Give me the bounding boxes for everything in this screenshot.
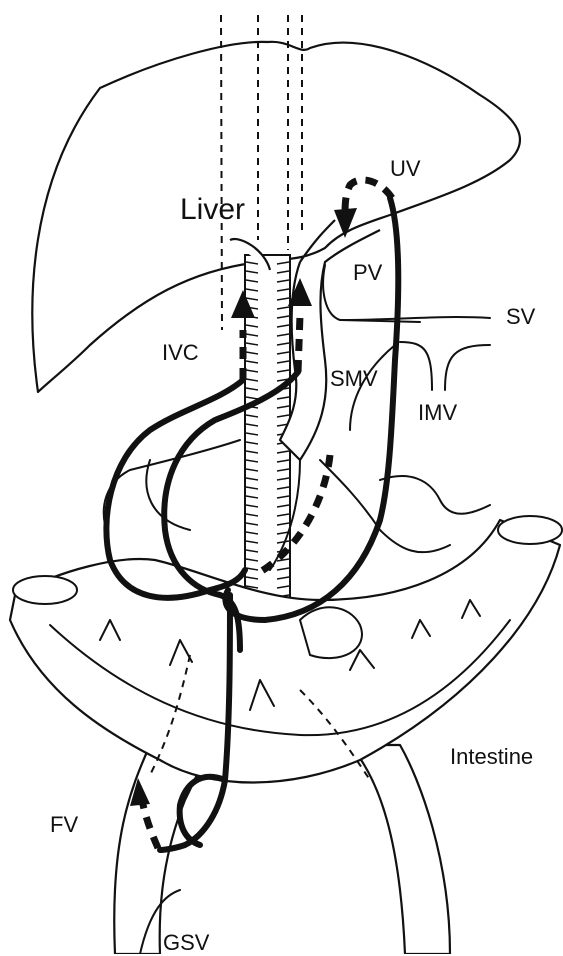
label-imv: IMV [418, 400, 457, 426]
label-ivc: IVC [162, 340, 199, 366]
label-sv: SV [506, 304, 535, 330]
imv-left [400, 342, 432, 390]
label-liver: Liver [180, 193, 245, 227]
mesenteric-left [104, 440, 240, 530]
label-intestine: Intestine [450, 744, 533, 770]
splenic-vein [340, 317, 490, 320]
intestine-left-lumen [13, 576, 77, 604]
label-smv: SMV [330, 366, 378, 392]
label-uv: UV [390, 156, 421, 182]
mesenteric-right [380, 476, 490, 514]
intestine-right-lumen [498, 516, 562, 544]
right-femoral-vein [350, 745, 450, 954]
label-pv: PV [353, 260, 382, 286]
mesenteric-mid [270, 460, 450, 570]
dashed-route-pv [298, 315, 300, 372]
label-fv: FV [50, 812, 78, 838]
imv-right [445, 345, 490, 390]
label-gsv: GSV [163, 930, 209, 956]
